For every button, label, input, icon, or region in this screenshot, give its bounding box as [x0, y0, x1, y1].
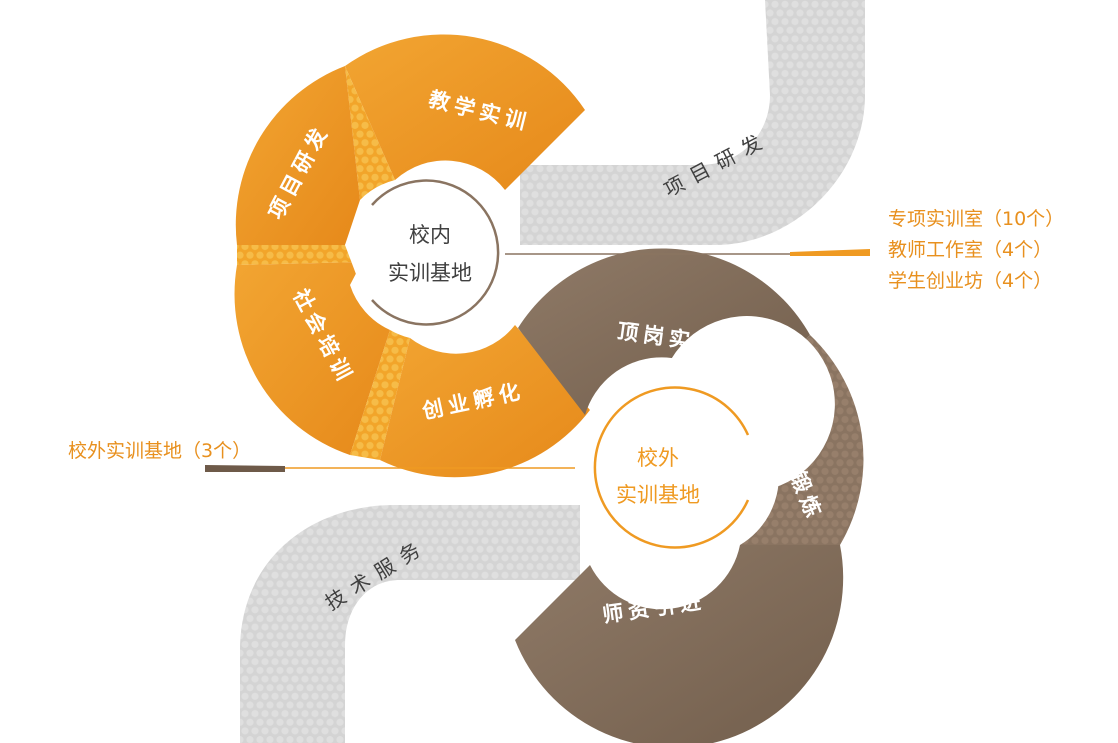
connector-inner-end [790, 249, 870, 256]
outer-hub-title-1: 校外 [637, 446, 679, 470]
side-label-inner-3: 学生创业坊（4个） [888, 270, 1052, 292]
side-label-inner-1: 专项实训室（10个） [888, 208, 1064, 230]
honeycomb-wedge-left [237, 245, 362, 265]
side-label-outer: 校外实训基地（3个） [68, 440, 251, 462]
side-label-inner-2: 教师工作室（4个） [888, 239, 1052, 261]
segment-faculty [515, 545, 844, 743]
outer-hub-ring [593, 386, 750, 549]
honeycomb-wedge-top [345, 66, 395, 200]
outer-hub [660, 316, 835, 492]
segment-social [234, 262, 390, 455]
segment-startup [380, 325, 590, 478]
inner-hub-ring [371, 179, 500, 326]
road-top [520, 0, 865, 245]
honeycomb-wedge-bottom [350, 330, 410, 460]
inner-hub-title-2: 实训基地 [388, 261, 472, 285]
road-bottom [240, 505, 580, 743]
segment-teaching [345, 34, 585, 191]
inner-hub [345, 181, 517, 342]
segment-project [235, 66, 360, 245]
connector-outer-end [205, 465, 285, 472]
inner-hub-title-1: 校内 [409, 223, 451, 247]
outer-hub-title-2: 实训基地 [616, 483, 700, 507]
inner-ring [234, 34, 590, 478]
